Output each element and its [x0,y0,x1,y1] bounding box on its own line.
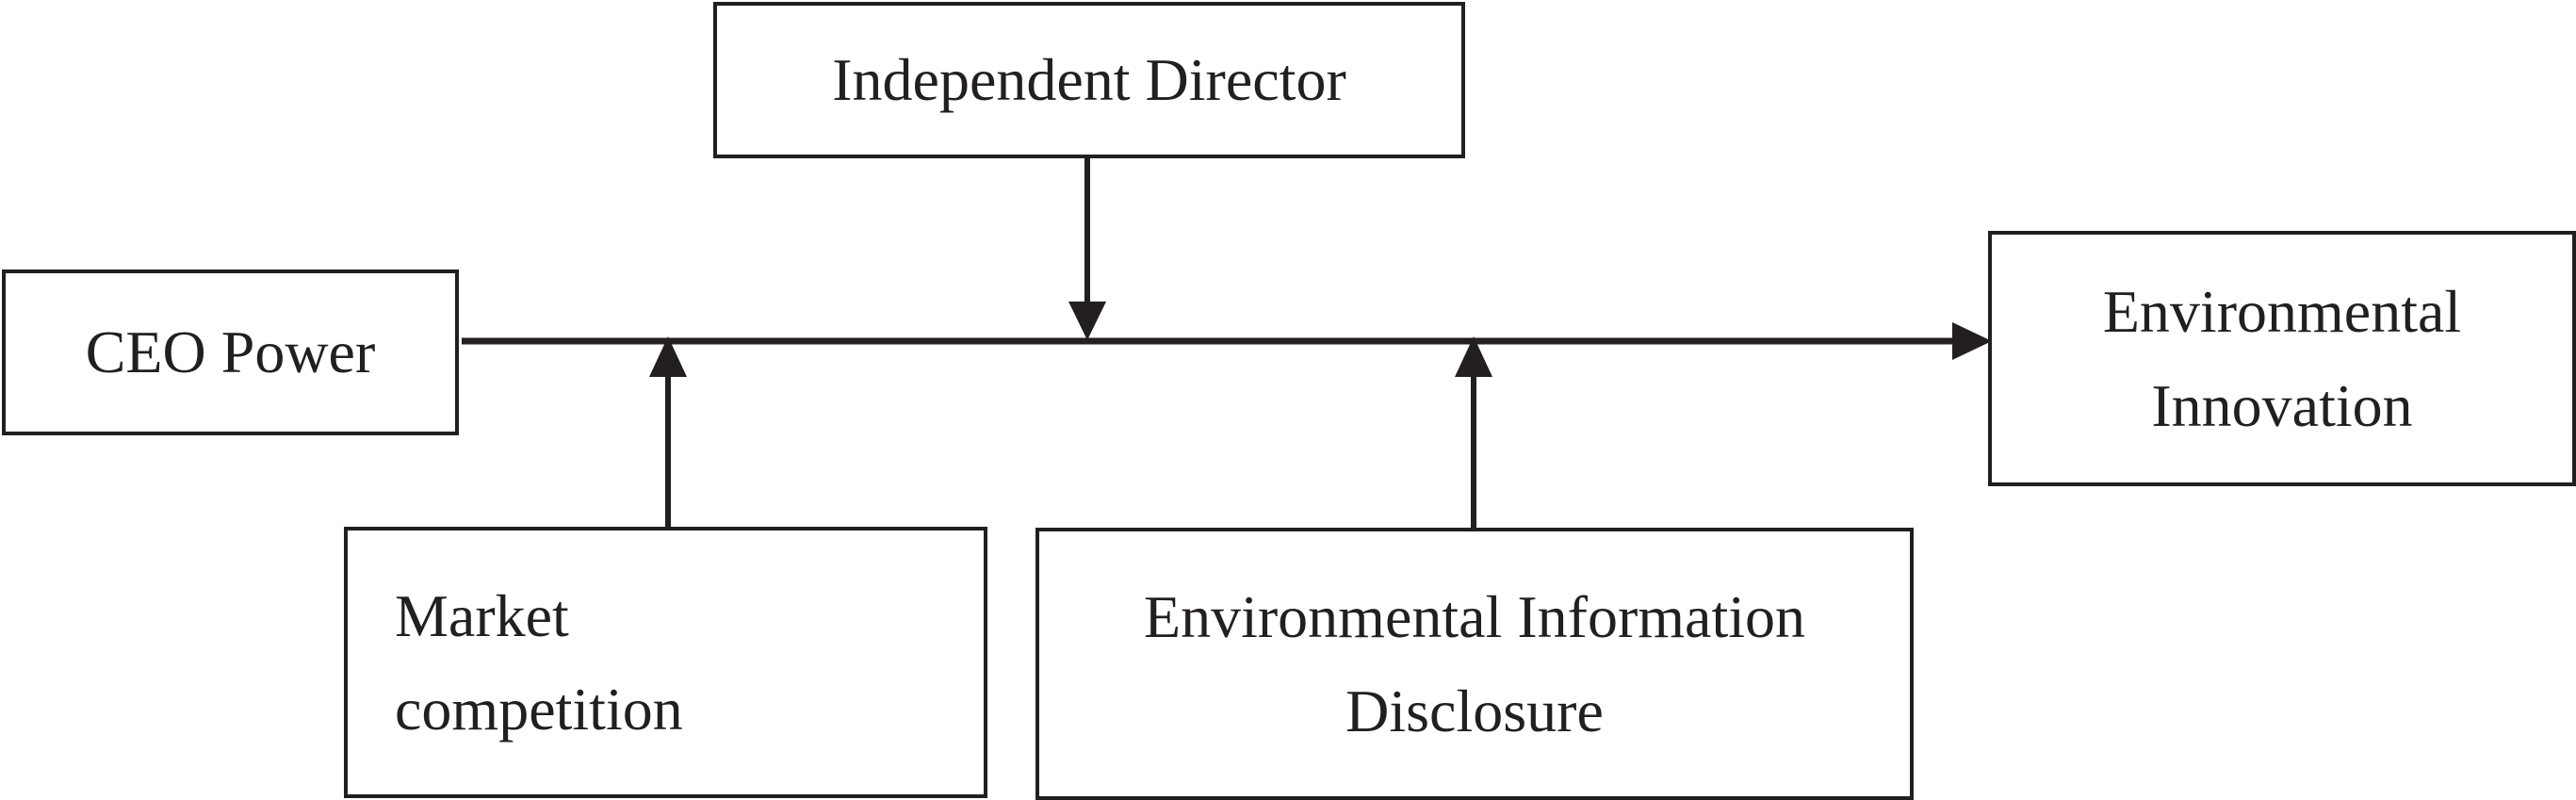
independent-director-label: Independent Director [832,46,1346,114]
ceo-power-box: CEO Power [2,269,459,435]
environmental-information-disclosure-label-line1: Environmental Information [1143,583,1806,651]
ceo-power-label: CEO Power [85,318,376,386]
independent-director-arrowhead [1068,302,1106,340]
independent-director-box: Independent Director [713,2,1465,158]
env-info-disclosure-arrowhead [1455,336,1492,377]
environmental-innovation-label-line2: Innovation [2151,371,2413,439]
market-competition-label-line2: competition [395,676,683,743]
environmental-innovation-box: Environmental Innovation [1988,231,2576,486]
environmental-information-disclosure-box: Environmental Information Disclosure [1035,528,1914,800]
market-competition-arrowhead [649,336,687,377]
main-effect-arrowhead [1952,322,1992,360]
market-competition-box: Market competition [344,527,987,798]
market-competition-label-line1: Market [395,581,569,649]
environmental-innovation-label-line1: Environmental [2102,278,2462,346]
environmental-information-disclosure-label-line2: Disclosure [1345,677,1604,744]
